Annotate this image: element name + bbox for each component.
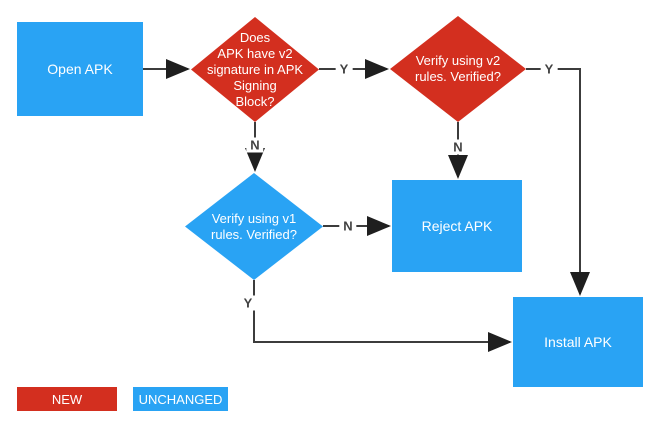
node-install-apk: Install APK (513, 297, 643, 387)
edge-v2verify-yes-to-install (526, 68, 590, 296)
legend-new: NEW (17, 387, 117, 411)
edge-label-v2verify-yes: Y (540, 61, 558, 77)
node-open-apk-label: Open APK (47, 61, 113, 77)
node-install-apk-label: Install APK (544, 334, 612, 350)
legend-unchanged-label: UNCHANGED (138, 391, 223, 407)
edge-v1verify-yes-to-install (253, 280, 512, 352)
node-open-apk: Open APK (17, 22, 143, 116)
edge-label-v1verify-yes: Y (239, 295, 257, 311)
edge-label-v1verify-no: N (339, 218, 357, 234)
node-reject-apk: Reject APK (392, 180, 522, 272)
node-reject-apk-label: Reject APK (421, 218, 493, 234)
node-v1-verify-label: Verify using v1 rules. Verified? (211, 210, 297, 242)
edge-label-v2verify-no: N (449, 139, 467, 155)
node-v2-signature-check-label: Does APK have v2 signature in APK Signin… (206, 29, 304, 109)
legend-new-label: NEW (51, 391, 83, 407)
edge-label-v2check-no: N (246, 137, 264, 153)
edge-label-v2check-yes: Y (335, 61, 353, 77)
legend-unchanged: UNCHANGED (133, 387, 228, 411)
node-v2-verify-label: Verify using v2 rules. Verified? (415, 53, 501, 84)
